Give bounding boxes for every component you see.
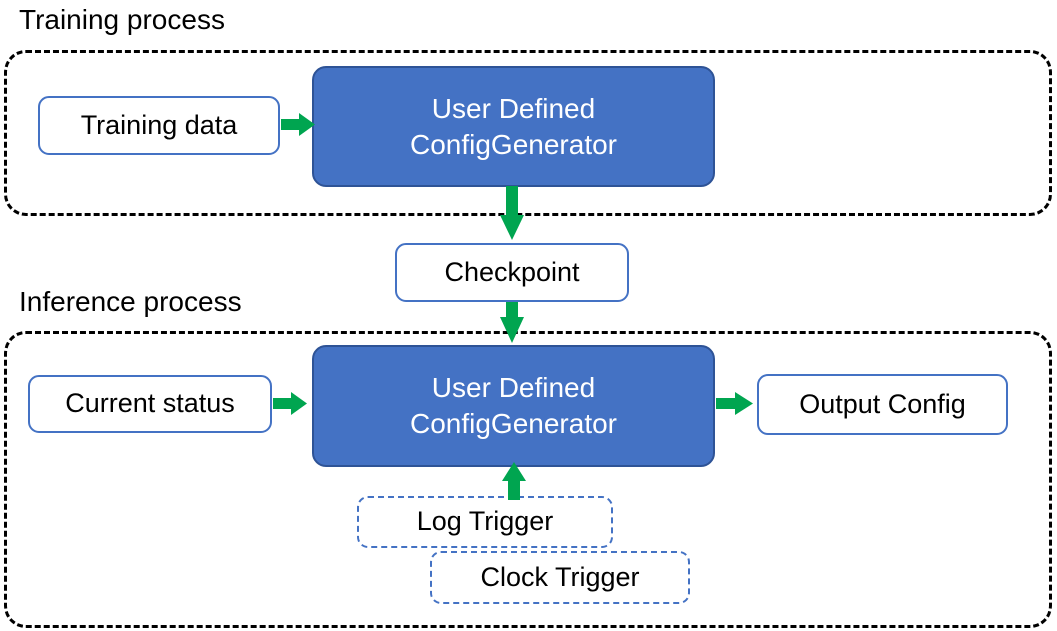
node-output-config[interactable]: Output Config (757, 374, 1008, 435)
node-output-config-label: Output Config (799, 388, 966, 419)
node-user-defined-config-generator-training[interactable]: User Defined ConfigGenerator (312, 66, 715, 187)
training-process-caption: Training process (19, 4, 225, 35)
node-checkpoint-label: Checkpoint (444, 256, 580, 287)
node-udcg-training-label-line1: User Defined (431, 92, 596, 124)
node-udcg-training-label-line2: ConfigGenerator (409, 128, 617, 160)
node-user-defined-config-generator-inference[interactable]: User Defined ConfigGenerator (312, 345, 715, 467)
training-process-container (4, 50, 1052, 216)
node-training-data[interactable]: Training data (38, 96, 280, 155)
node-udcg-inference-label-line2: ConfigGenerator (409, 408, 617, 439)
node-current-status[interactable]: Current status (28, 375, 272, 433)
node-clock-trigger[interactable]: Clock Trigger (430, 551, 690, 604)
node-current-status-label: Current status (65, 388, 235, 419)
node-checkpoint[interactable]: Checkpoint (395, 243, 629, 302)
inference-process-caption: Inference process (19, 286, 242, 317)
node-log-trigger-label: Log Trigger (416, 506, 554, 537)
node-training-data-label: Training data (80, 109, 238, 140)
node-clock-trigger-label: Clock Trigger (480, 561, 640, 592)
node-udcg-inference-label-line1: User Defined (431, 372, 596, 404)
inference-process-container (4, 331, 1052, 628)
node-log-trigger[interactable]: Log Trigger (357, 496, 613, 548)
